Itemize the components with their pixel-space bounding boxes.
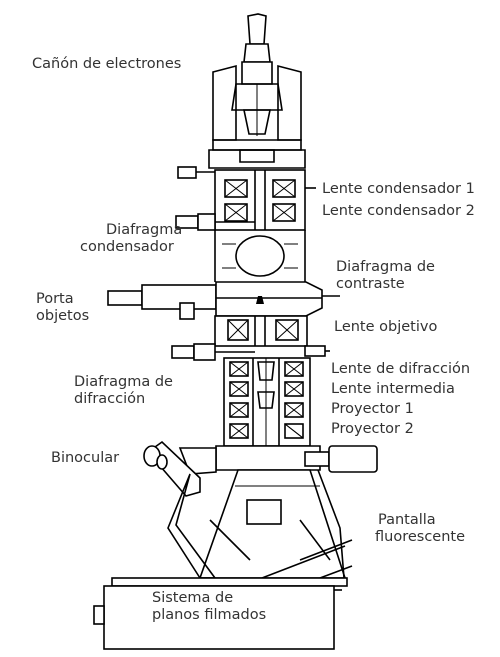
objective-lens <box>214 315 308 347</box>
condenser-lenses <box>177 166 316 231</box>
label-contrast-aperture-1: Diafragma de <box>336 259 435 275</box>
label-condenser-lens-2: Lente condensador 2 <box>322 203 475 219</box>
label-film-system-2: planos filmados <box>152 607 266 623</box>
label-objective-lens: Lente objetivo <box>334 319 437 335</box>
labels: Cañón de electrones Lente condensador 1 … <box>32 56 475 623</box>
label-condenser-aperture-2: condensador <box>80 239 174 255</box>
specimen-stage <box>107 281 340 320</box>
label-intermediate-lens: Lente intermedia <box>331 381 455 397</box>
label-projector-1: Proyector 1 <box>331 401 414 417</box>
label-projector-2: Proyector 2 <box>331 421 414 437</box>
label-diffraction-lens: Lente de difracción <box>331 361 470 377</box>
label-fluorescent-screen-2: fluorescente <box>375 529 465 545</box>
label-film-system-1: Sistema de <box>152 590 233 606</box>
label-binocular: Binocular <box>51 450 119 466</box>
electron-gun <box>208 13 306 169</box>
projector-lenses <box>223 357 311 447</box>
label-electron-gun: Cañón de electrones <box>32 56 181 72</box>
label-condenser-lens-1: Lente condensador 1 <box>322 181 475 197</box>
label-contrast-aperture-2: contraste <box>336 276 405 292</box>
label-specimen-holder-2: objetos <box>36 308 89 324</box>
film-system <box>93 577 348 650</box>
label-fluorescent-screen-1: Pantalla <box>378 512 436 528</box>
viewing-chamber <box>167 469 353 579</box>
label-condenser-aperture-1: Diafragma <box>106 222 182 238</box>
label-diffraction-aperture-1: Diafragma de <box>74 374 173 390</box>
label-diffraction-aperture-2: difracción <box>74 391 145 407</box>
label-specimen-holder-1: Porta <box>36 291 74 307</box>
condenser-aperture <box>175 213 255 231</box>
column-middle <box>214 230 306 282</box>
diffraction-aperture <box>171 343 330 361</box>
